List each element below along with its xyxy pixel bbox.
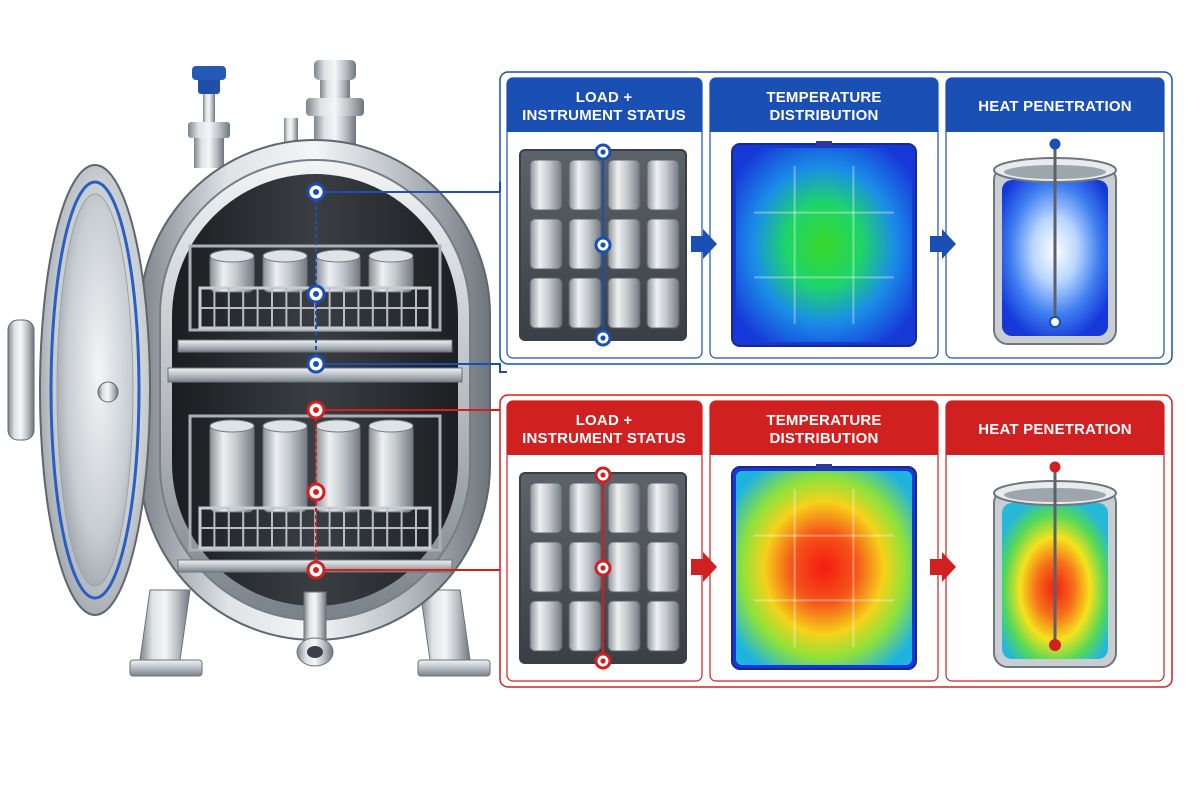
temperature-heatmap	[736, 148, 912, 342]
panel-load: LOAD +INSTRUMENT STATUS	[506, 400, 703, 682]
chamber-can	[209, 423, 255, 513]
tray-can	[607, 218, 641, 270]
chamber-can	[368, 423, 414, 513]
tray-can	[607, 277, 641, 329]
tray-can	[607, 541, 641, 593]
tray-can	[607, 159, 641, 211]
temperature-heatmap	[736, 471, 912, 665]
probe-dot-icon	[1049, 138, 1061, 150]
retort-legs	[129, 589, 491, 677]
tray-can	[568, 600, 602, 652]
tray-can	[646, 600, 680, 652]
panel-penetration: HEAT PENETRATION	[945, 400, 1165, 682]
tray-can	[646, 482, 680, 534]
tray-can	[646, 218, 680, 270]
tray-can	[529, 482, 563, 534]
tray-can	[607, 600, 641, 652]
tray-can	[646, 277, 680, 329]
panel-title: INSTRUMENT STATUS	[522, 107, 686, 124]
arrow-right-icon	[691, 552, 717, 582]
panel-title: DISTRIBUTION	[769, 430, 878, 447]
panel-penetration: HEAT PENETRATION	[945, 77, 1165, 359]
validation-rows: LOAD +INSTRUMENT STATUSTEMPERATUREDISTRI…	[499, 71, 1173, 688]
drain-pipe	[296, 591, 334, 667]
panel-title: HEAT PENETRATION	[978, 98, 1131, 115]
arrow-right-icon	[930, 552, 956, 582]
panel-title: TEMPERATURE	[766, 412, 881, 429]
chamber-cans	[209, 249, 414, 513]
tray-can	[529, 600, 563, 652]
tray-can	[568, 277, 602, 329]
panel-title: HEAT PENETRATION	[978, 421, 1131, 438]
tray-can	[646, 159, 680, 211]
tray-can	[529, 218, 563, 270]
panel-title: LOAD +	[576, 412, 633, 429]
panel-title: DISTRIBUTION	[769, 107, 878, 124]
panel-load: LOAD +INSTRUMENT STATUS	[506, 77, 703, 359]
tray-can	[529, 541, 563, 593]
panel-title: INSTRUMENT STATUS	[522, 430, 686, 447]
panel-title: LOAD +	[576, 89, 633, 106]
tray-can	[607, 482, 641, 534]
arrow-right-icon	[691, 229, 717, 259]
tray-can	[529, 159, 563, 211]
panel-title: TEMPERATURE	[766, 89, 881, 106]
rack-frame	[188, 244, 442, 332]
retort-illustration	[7, 60, 491, 677]
chamber-can	[262, 423, 308, 513]
retort-door	[7, 164, 151, 616]
tray-can	[568, 482, 602, 534]
probe-tip-icon	[1049, 639, 1061, 651]
validation-row-hot: LOAD +INSTRUMENT STATUSTEMPERATUREDISTRI…	[499, 394, 1173, 688]
validation-row-cold: LOAD +INSTRUMENT STATUSTEMPERATUREDISTRI…	[499, 71, 1173, 365]
probe-dot-icon	[1049, 461, 1061, 473]
probe-connectors	[306, 182, 507, 580]
tray-can	[529, 277, 563, 329]
probe-tip-icon	[1049, 316, 1061, 328]
arrow-right-icon	[930, 229, 956, 259]
tray-can	[568, 159, 602, 211]
tray-can	[646, 541, 680, 593]
